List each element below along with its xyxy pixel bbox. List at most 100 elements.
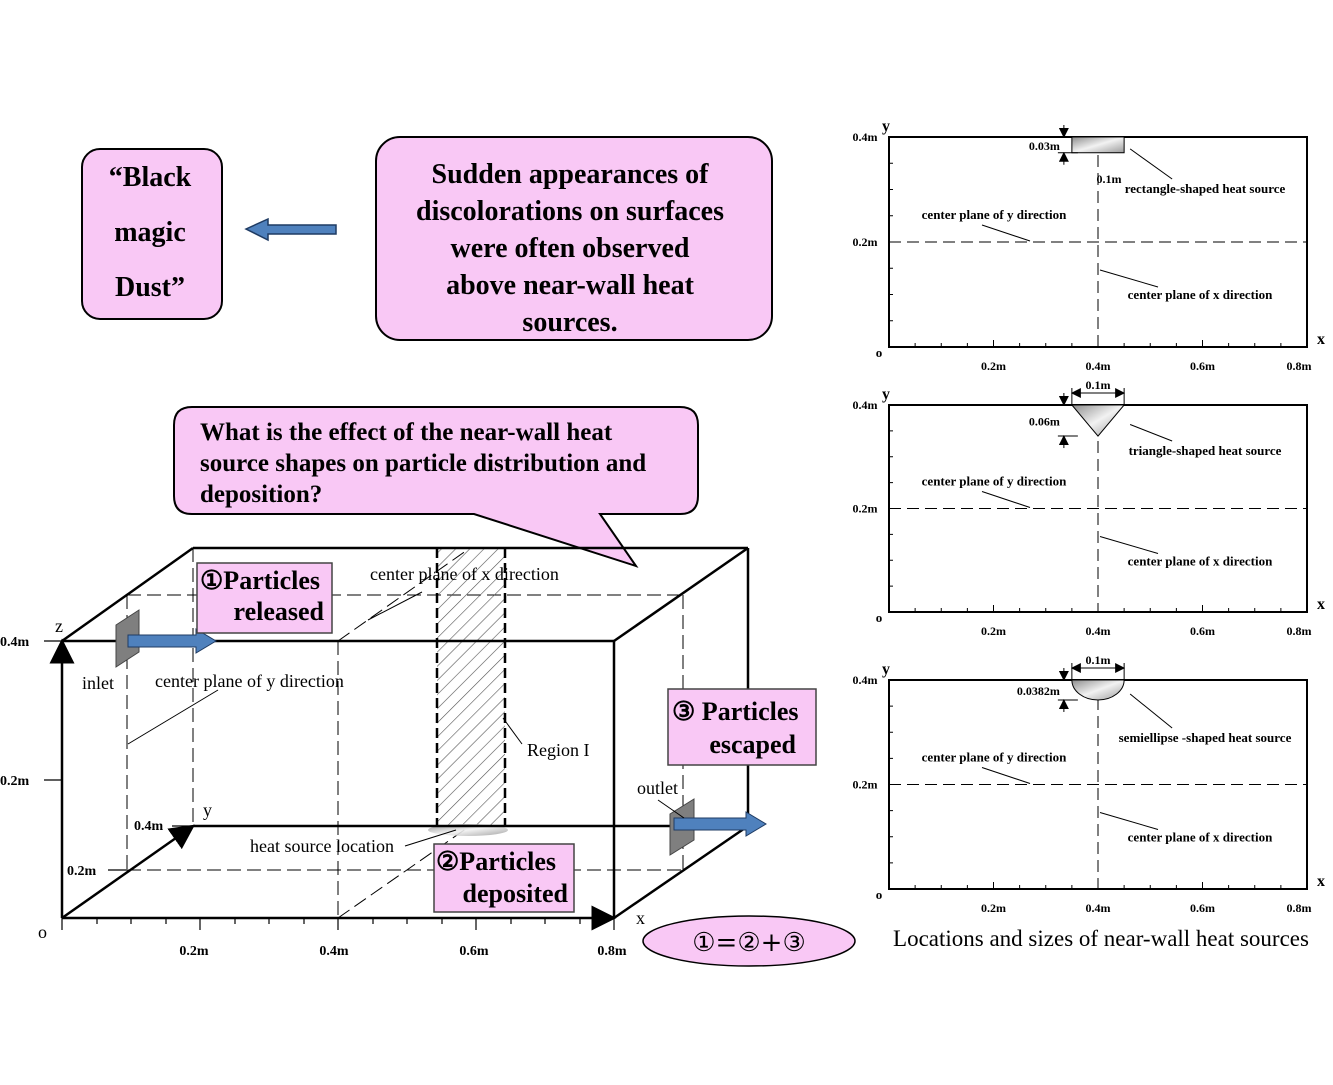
- observation-line1: Sudden appearances of: [432, 159, 710, 190]
- center-plane-x-label: center plane of x direction: [1128, 287, 1273, 302]
- question-line3: deposition?: [200, 481, 322, 508]
- x-tick-04: 0.4m: [319, 944, 349, 959]
- released-line1: ①Particles: [200, 566, 320, 595]
- z-tick-04: 0.4m: [0, 635, 30, 650]
- question-bubble: What is the effect of the near-wall heat…: [173, 406, 699, 568]
- center-plane-y-leader: [981, 224, 1031, 242]
- black-magic-box: “Black magic Dust”: [81, 148, 223, 320]
- y-tick-04: 0.4m: [134, 819, 164, 834]
- deposited-line1: ②Particles: [436, 847, 556, 876]
- z-axis-label: z: [55, 616, 63, 636]
- panel-x-tick: 0.2m: [981, 901, 1006, 915]
- width-label: 0.1m: [1086, 378, 1111, 392]
- center-plane-y-leader: [981, 767, 1031, 784]
- width-label: 0.1m: [1097, 172, 1122, 186]
- rectangle-heat-source: [1071, 136, 1125, 154]
- observation-line5: sources.: [522, 307, 617, 338]
- width-label: 0.1m: [1086, 653, 1111, 667]
- panel-x-tick: 0.8m: [1287, 901, 1312, 915]
- panel-x-tick: 0.6m: [1190, 901, 1215, 915]
- triangle-heat-source: [1070, 404, 1126, 437]
- particles-released-box: ①Particles released: [196, 562, 333, 634]
- panel-y-tick-04: 0.4m: [853, 130, 878, 144]
- panel-x-tick: 0.4m: [1086, 624, 1111, 638]
- x-tick-06: 0.6m: [459, 944, 489, 959]
- observation-line4: above near-wall heat: [446, 270, 694, 301]
- panel-y-axis-label: y: [882, 386, 890, 403]
- shape-label: rectangle-shaped heat source: [1125, 181, 1286, 196]
- x-tick-02: 0.2m: [179, 944, 209, 959]
- center-plane-y-label: center plane of y direction: [922, 207, 1067, 222]
- panel-x-tick: 0.8m: [1287, 359, 1312, 373]
- panel-y-tick-04: 0.4m: [853, 673, 878, 687]
- question-line1: What is the effect of the near-wall heat: [200, 419, 613, 446]
- left-arrow: [244, 217, 337, 242]
- balance-equation: ①=②+③: [642, 915, 856, 967]
- center-plane-x-leader: [1099, 269, 1159, 288]
- panel-y-tick-04: 0.4m: [853, 398, 878, 412]
- center-plane-x-leader: [1099, 812, 1159, 830]
- outlet-label: outlet: [637, 778, 678, 798]
- inlet-label: inlet: [82, 673, 114, 693]
- black-magic-line3: Dust”: [115, 272, 185, 303]
- center-plane-x-label: center plane of x direction: [1128, 830, 1273, 845]
- panel-y-tick-02: 0.2m: [853, 502, 878, 516]
- shape-label: triangle-shaped heat source: [1129, 443, 1282, 458]
- heat-source-location-label: heat source location: [250, 836, 394, 856]
- shape-leader: [1129, 693, 1173, 729]
- particles-escaped-box: ③ Particles escaped: [667, 688, 817, 766]
- panel-y-tick-02: 0.2m: [853, 235, 878, 249]
- panel-semiellipse: y x o 0.4m 0.2m 0.2m 0.4m 0.6m 0.8m 0.0382m 0.1m se…: [853, 653, 1326, 915]
- z-tick-02: 0.2m: [0, 774, 30, 789]
- panel-origin-label: o: [876, 610, 883, 625]
- escaped-line2: escaped: [709, 730, 796, 759]
- panel-x-tick: 0.8m: [1287, 624, 1312, 638]
- panel-x-axis-label: x: [1317, 596, 1325, 613]
- shape-leader: [1129, 424, 1173, 442]
- height-label: 0.0382m: [1017, 684, 1060, 698]
- y-axis: [61, 824, 196, 920]
- panel-x-tick: 0.4m: [1086, 359, 1111, 373]
- y-axis-label: y: [203, 800, 212, 820]
- panel-y-tick-02: 0.2m: [853, 778, 878, 792]
- balance-equation-text: ①=②+③: [692, 928, 806, 958]
- center-plane-x-leader: [1099, 536, 1159, 554]
- particles-deposited-box: ②Particles deposited: [433, 843, 575, 913]
- center-plane-y-label: center plane of y direction: [155, 671, 344, 691]
- observation-line3: were often observed: [451, 233, 690, 264]
- panel-y-axis-label: y: [882, 118, 890, 135]
- shape-label: semiellipse -shaped heat source: [1119, 730, 1292, 745]
- shape-leader: [1129, 148, 1173, 180]
- x-tick-08: 0.8m: [597, 944, 627, 959]
- escaped-line1: ③ Particles: [672, 697, 799, 726]
- panel-x-axis-label: x: [1317, 873, 1325, 890]
- region-i-label: Region I: [527, 740, 590, 760]
- black-magic-line1: “Black: [109, 162, 192, 193]
- panel-x-tick: 0.2m: [981, 359, 1006, 373]
- x-axis-label: x: [636, 908, 645, 928]
- deposited-line2: deposited: [463, 879, 569, 908]
- panel-x-tick: 0.6m: [1190, 624, 1215, 638]
- observation-line2: discolorations on surfaces: [416, 196, 724, 227]
- center-plane-y-label: center plane of y direction: [922, 750, 1067, 765]
- panel-y-axis-label: y: [882, 661, 890, 678]
- center-plane-y-leader: [981, 491, 1031, 508]
- height-label: 0.03m: [1029, 139, 1060, 153]
- room-diagram: z y x o 0.4m 0.2m 0.4m 0.2m 0.2m 0.4m 0.…: [0, 546, 767, 959]
- panel-x-tick: 0.4m: [1086, 901, 1111, 915]
- center-plane-x-label: center plane of x direction: [370, 564, 559, 584]
- y-tick-02: 0.2m: [67, 864, 97, 879]
- figure-caption: Locations and sizes of near-wall heat so…: [893, 926, 1309, 951]
- outlet-arrow: [673, 811, 767, 837]
- inlet-arrow: [127, 628, 217, 654]
- origin-label: o: [38, 922, 47, 942]
- black-magic-line2: magic: [114, 217, 186, 248]
- center-plane-x-label: center plane of x direction: [1128, 554, 1273, 569]
- panel-origin-label: o: [876, 887, 883, 902]
- panel-x-axis-label: x: [1317, 331, 1325, 348]
- question-line2: source shapes on particle distribution a…: [200, 450, 646, 477]
- observation-box: Sudden appearances of discolorations on …: [375, 136, 773, 341]
